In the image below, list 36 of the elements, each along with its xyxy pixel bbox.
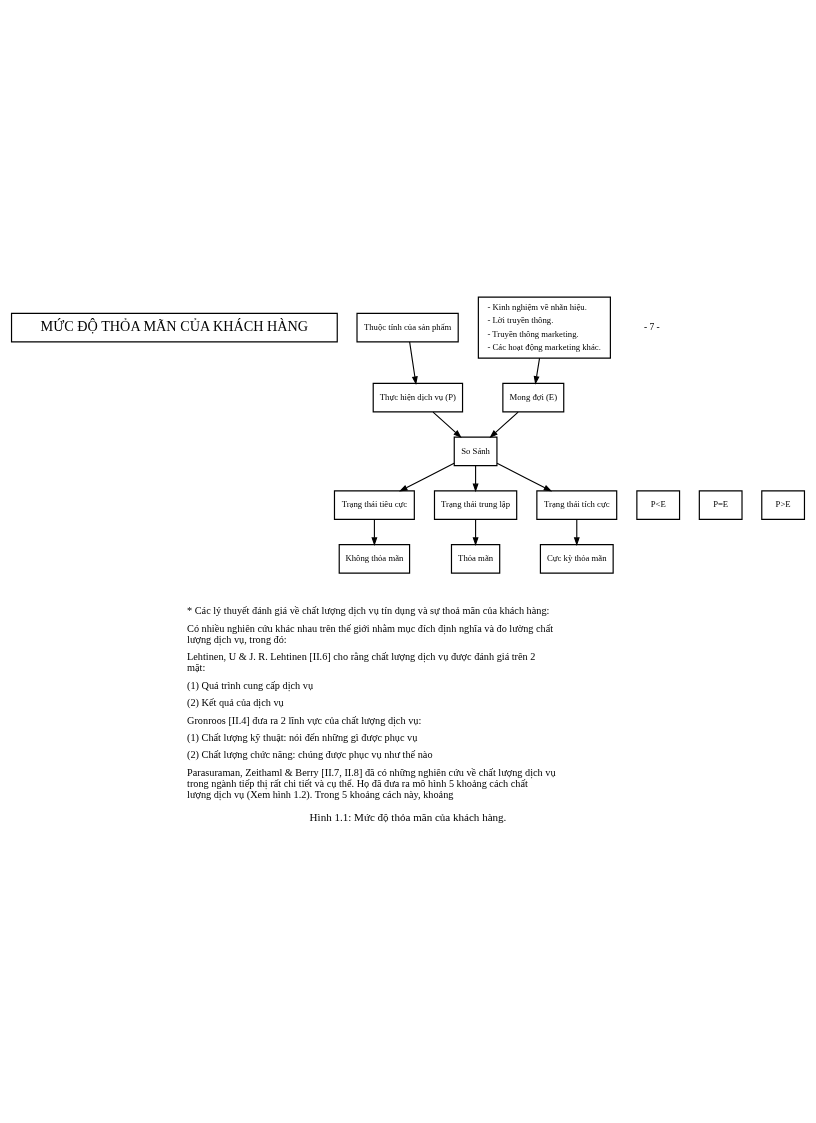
node-box: P<E xyxy=(636,489,681,520)
label: - 7 - xyxy=(644,321,660,332)
arrow xyxy=(489,411,519,438)
arrow xyxy=(533,357,541,385)
node-box: - Kinh nghiệm về nhãn hiệu. - Lời truyền thông. - Truyền thông marketing. - Các hoạt động marketing khác. xyxy=(477,296,611,359)
caption: Hình 1.1: Mức độ thỏa mãn của khách hàng. xyxy=(309,810,507,823)
node-box: P=E xyxy=(698,489,743,520)
node-box: Trạng thái tiêu cực xyxy=(333,489,415,520)
label: Gronroos [II.4] đưa ra 2 lĩnh vực của chất lượng dịch vụ: xyxy=(187,714,422,726)
node-box: Cực kỳ thỏa mãn xyxy=(539,543,614,574)
arrow xyxy=(432,411,462,438)
arrow xyxy=(472,518,479,546)
node-box: MỨC ĐỘ THỎA MÃN CỦA KHÁCH HÀNG xyxy=(10,312,338,342)
arrow xyxy=(496,462,553,492)
node-box: Trạng thái trung lập xyxy=(433,489,518,520)
node-box: Thuộc tính của sản phẩm xyxy=(356,312,459,342)
label: * Các lý thuyết đánh giá về chất lượng dịch vụ tín dụng và sự thoả mãn của khách hàng: xyxy=(187,604,550,616)
node-box: Trạng thái tích cực xyxy=(536,489,618,520)
arrow xyxy=(371,518,378,546)
arrow xyxy=(472,464,479,492)
node-box: Mong đợi (E) xyxy=(502,382,565,412)
node-box: Không thỏa mãn xyxy=(338,543,411,574)
label: (2) Kết quả của dịch vụ xyxy=(187,696,284,708)
node-box: Thực hiện dịch vụ (P) xyxy=(372,382,464,412)
arrow xyxy=(399,462,455,492)
arrow xyxy=(409,340,418,385)
label: (1) Quá trình cung cấp dịch vụ xyxy=(187,679,314,691)
node-box: P>E xyxy=(761,489,806,520)
arrow xyxy=(573,518,580,546)
label: (1) Chất lượng kỹ thuật: nói đến những gì được phục vụ xyxy=(187,731,418,743)
node-box: So Sánh xyxy=(453,436,498,466)
label: Lehtinen, U & J. R. Lehtinen [II.6] cho rằng chất lượng dịch vụ được đánh giá trên 2 mặt: xyxy=(187,650,536,673)
label: (2) Chất lượng chức năng: chúng được phục vụ như thế nào xyxy=(187,748,433,760)
label: Có nhiều nghiên cứu khác nhau trên thế giới nhằm mục đích định nghĩa và đo lường chất lượng dịch vụ, trong đó: xyxy=(187,622,554,645)
label: Parasuraman, Zeithaml & Berry [II.7, II.8] đã có những nghiên cứu về chất lượng dịch vụ trong ngành tiếp thị rất chi tiết và cụ thể. Họ đã đưa ra mô hình 5 khoảng cách chất lượng dịch vụ (Xem hình 1.2). Trong 5 khoảng cách này, khoảng xyxy=(187,766,556,800)
node-box: Thỏa mãn xyxy=(450,543,501,574)
